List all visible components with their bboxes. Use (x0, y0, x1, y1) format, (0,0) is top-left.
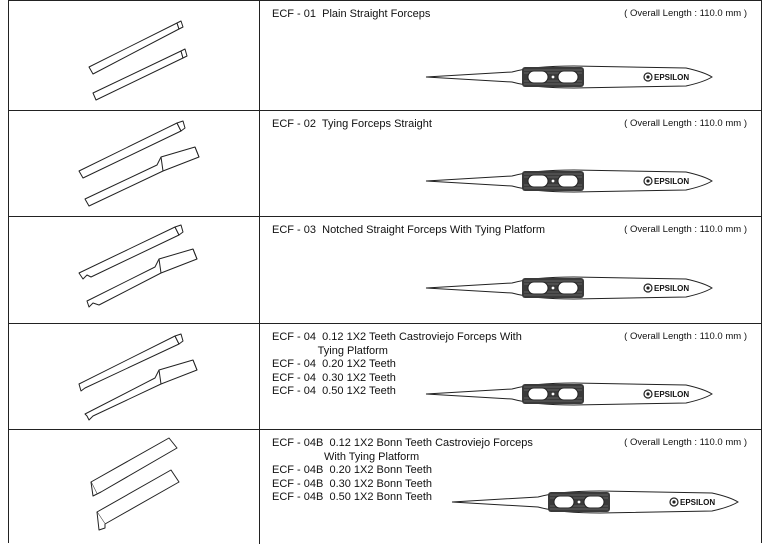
product-code-line: ECF - 04B 0.12 1X2 Bonn Teeth Castroviej… (272, 437, 533, 449)
info-cell: ECF - 03 Notched Straight Forceps With T… (260, 217, 761, 324)
tip-illustration-cell (9, 1, 260, 111)
tip-illustration-cell (9, 324, 260, 430)
info-cell: ECF - 04B 0.12 1X2 Bonn Teeth Castroviej… (260, 430, 761, 544)
product-code-line: ECF - 04B 0.50 1X2 Bonn Teeth (272, 491, 433, 503)
overall-length-label: ( Overall Length : 110.0 mm ) (624, 224, 747, 235)
product-description: ECF - 03 Notched Straight Forceps With T… (272, 224, 545, 238)
product-code-line: ECF - 03 Notched Straight Forceps With T… (272, 224, 546, 236)
product-code-line: ECF - 04B 0.30 1X2 Bonn Teeth (272, 477, 433, 490)
tying-straight-tip-icon (78, 120, 200, 207)
tip-illustration-cell (9, 430, 260, 544)
overall-length-label: ( Overall Length : 110.0 mm ) (624, 437, 747, 448)
plain-straight-tip-icon (88, 20, 188, 101)
product-description: ECF - 02 Tying Forceps Straight (272, 118, 432, 132)
overall-length-label: ( Overall Length : 110.0 mm ) (624, 8, 747, 19)
forceps-catalog-table: ECF - 01 Plain Straight Forceps ( Overal… (8, 0, 762, 544)
product-code-line: Tying Platform (272, 344, 388, 357)
notched-tip-icon (78, 224, 198, 308)
product-code-line: ECF - 04B 0.20 1X2 Bonn Teeth (272, 464, 433, 476)
product-description: ECF - 01 Plain Straight Forceps (272, 8, 430, 22)
overall-length-label: ( Overall Length : 110.0 mm ) (624, 118, 747, 129)
brand-logo-text: EPSILON (654, 177, 689, 186)
brand-logo-text: EPSILON (680, 498, 715, 507)
product-code-line: ECF - 04 0.20 1X2 Teeth (272, 358, 396, 370)
brand-logo-text: EPSILON (654, 390, 689, 399)
brand-logo-text: EPSILON (654, 73, 689, 82)
product-description: ECF - 04 0.12 1X2 Teeth Castroviejo Forc… (272, 331, 522, 399)
catalog-row-ecf-04: ECF - 04 0.12 1X2 Teeth Castroviejo Forc… (9, 323, 761, 430)
product-code-line: ECF - 04 0.12 1X2 Teeth Castroviejo Forc… (272, 331, 522, 343)
info-cell: ECF - 02 Tying Forceps Straight ( Overal… (260, 111, 761, 217)
product-description: ECF - 04B 0.12 1X2 Bonn Teeth Castroviej… (272, 437, 533, 505)
product-code-line: ECF - 02 Tying Forceps Straight (272, 118, 432, 130)
product-code-line: ECF - 04 0.50 1X2 Teeth (272, 385, 396, 397)
forceps-illustration: EPSILON (425, 276, 713, 300)
teeth-tip-icon (78, 333, 198, 421)
info-cell: ECF - 01 Plain Straight Forceps ( Overal… (260, 1, 761, 111)
catalog-row-ecf-02: ECF - 02 Tying Forceps Straight ( Overal… (9, 110, 761, 217)
tip-illustration-cell (9, 111, 260, 217)
forceps-illustration: EPSILON (425, 65, 713, 89)
forceps-illustration: EPSILON (425, 169, 713, 193)
product-code-line: With Tying Platform (272, 450, 420, 463)
product-code-line: ECF - 04 0.30 1X2 Teeth (272, 371, 396, 384)
catalog-row-ecf-03: ECF - 03 Notched Straight Forceps With T… (9, 216, 761, 324)
info-cell: ECF - 04 0.12 1X2 Teeth Castroviejo Forc… (260, 324, 761, 430)
bonn-teeth-tip-icon (90, 437, 180, 531)
tip-illustration-cell (9, 217, 260, 324)
forceps-illustration: EPSILON (425, 382, 713, 406)
product-code-line: ECF - 01 Plain Straight Forceps (272, 8, 431, 20)
catalog-row-ecf-01: ECF - 01 Plain Straight Forceps ( Overal… (9, 0, 761, 111)
brand-logo-text: EPSILON (654, 284, 689, 293)
overall-length-label: ( Overall Length : 110.0 mm ) (624, 331, 747, 342)
catalog-row-ecf-04b: ECF - 04B 0.12 1X2 Bonn Teeth Castroviej… (9, 429, 761, 544)
forceps-illustration: EPSILON (451, 490, 739, 514)
